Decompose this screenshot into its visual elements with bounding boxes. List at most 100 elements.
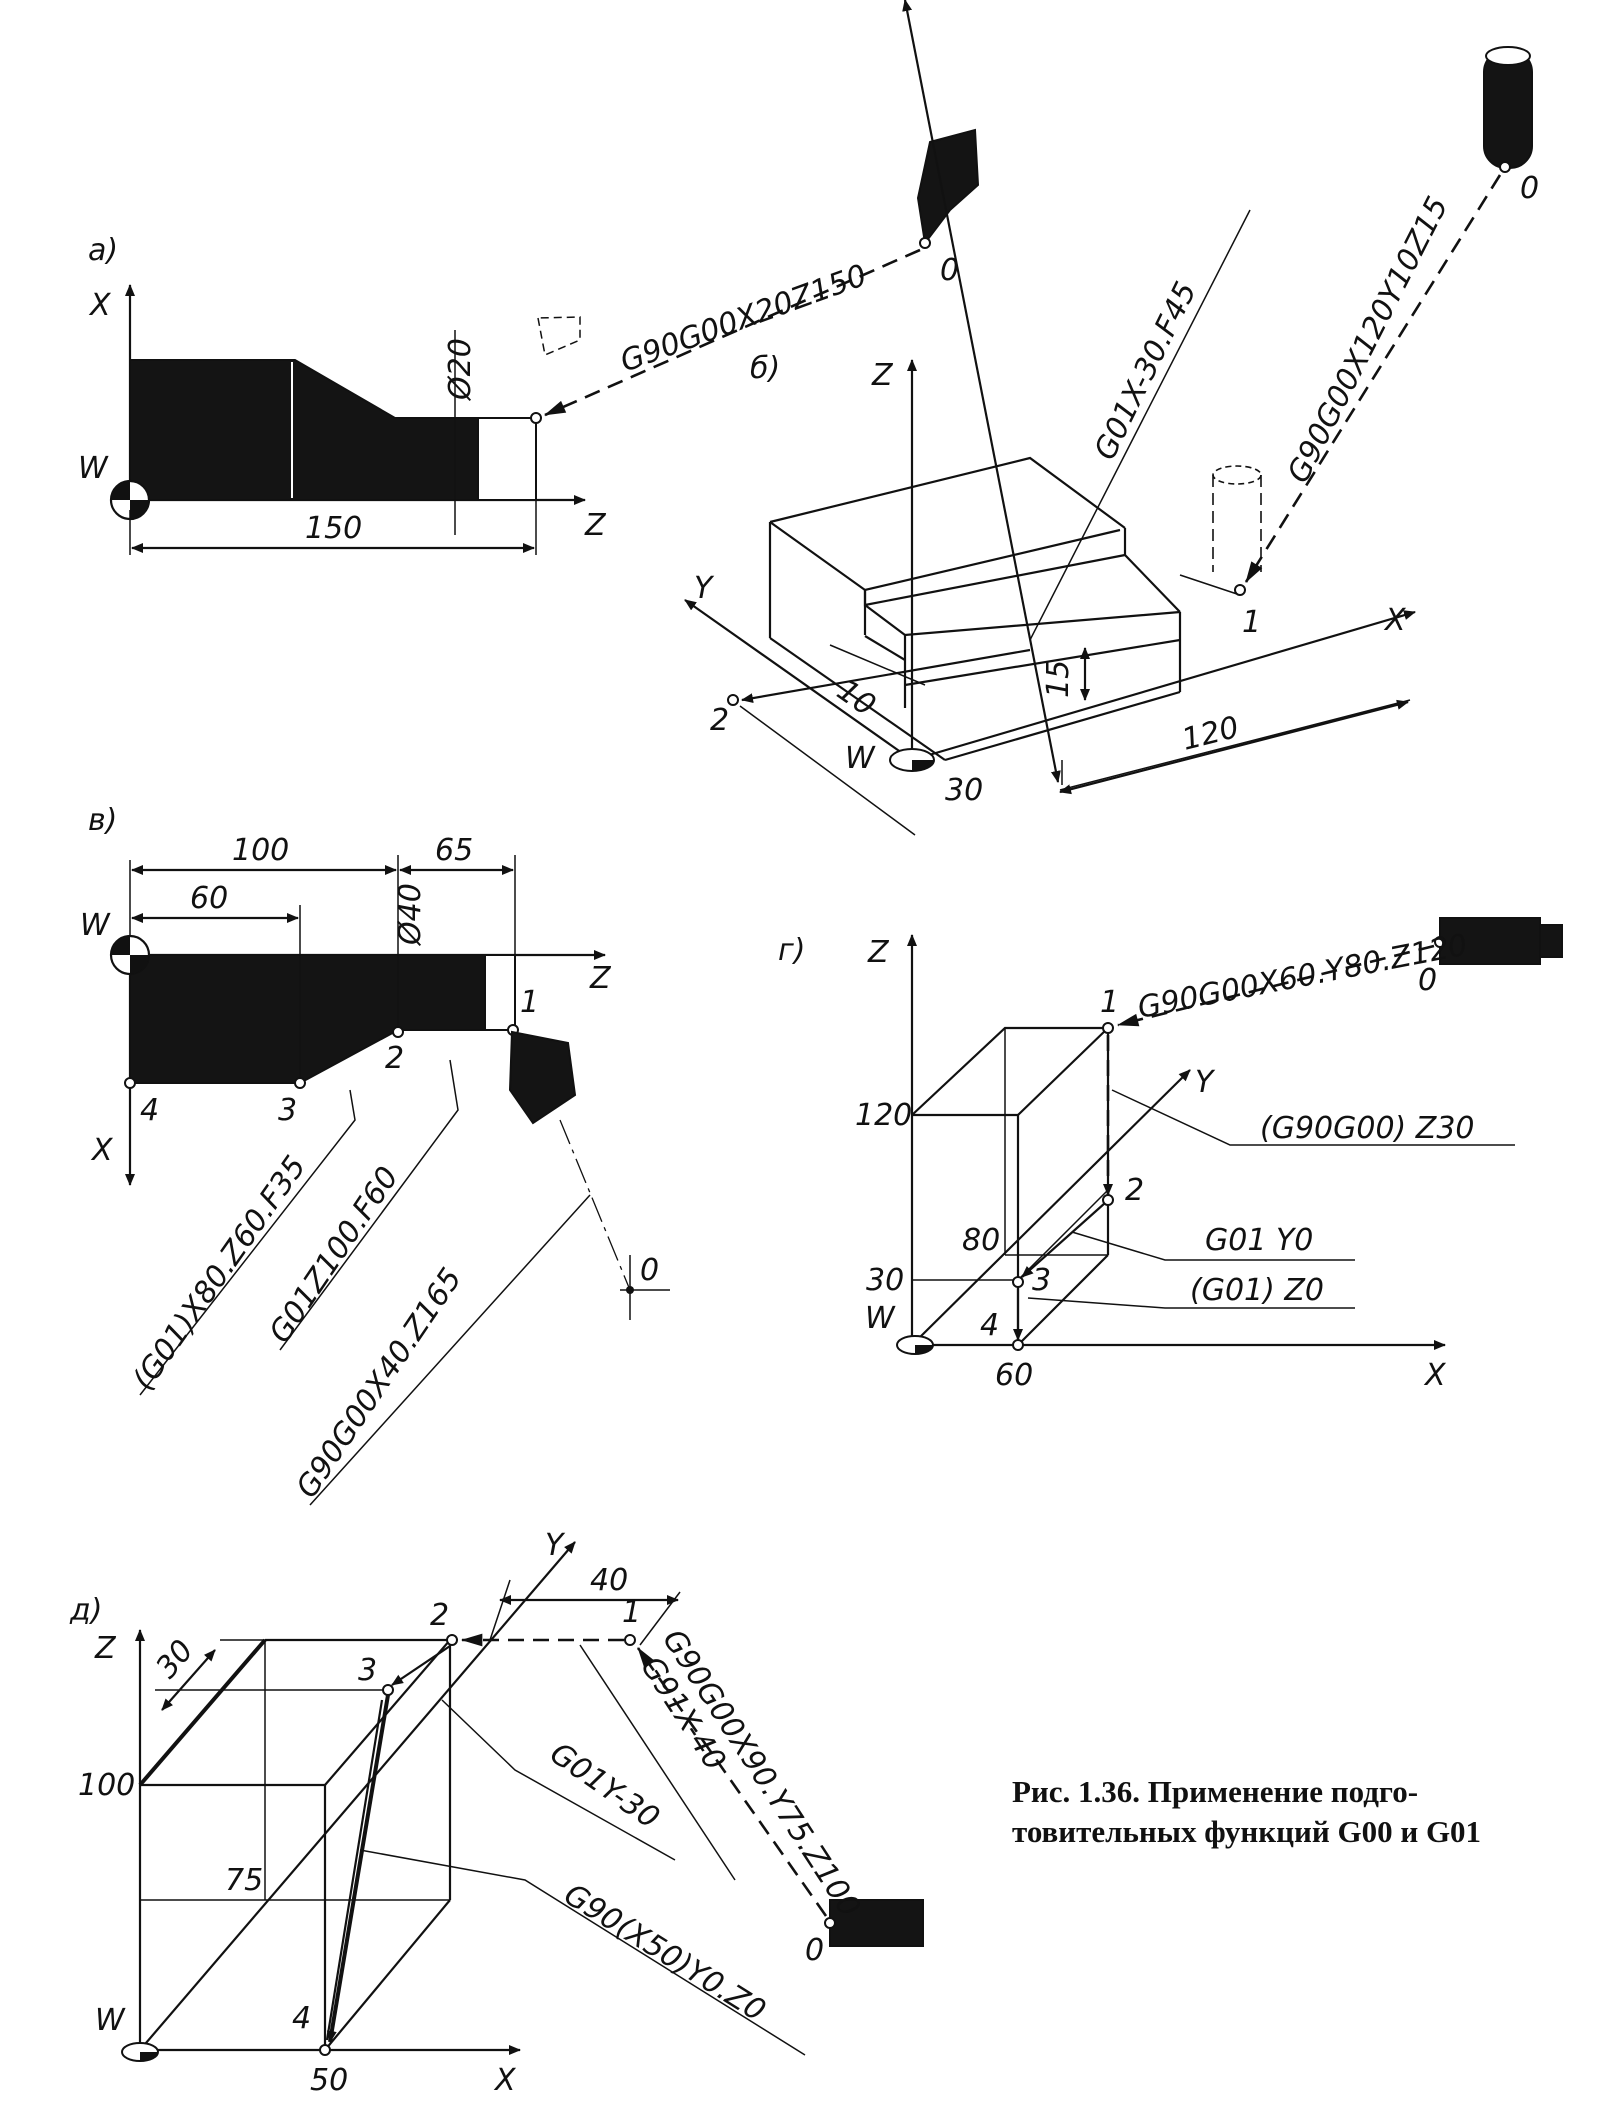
panel-v-point-3 (294, 1077, 306, 1089)
panel-d-point-3 (382, 1684, 394, 1696)
panel-g-point-2-label: 2 (1125, 1173, 1144, 1208)
panel-g-z-axis-label: Z (867, 935, 890, 970)
panel-d-move-g01 (391, 1645, 451, 1686)
panel-b-y-axis (684, 599, 913, 761)
panel-b-point-0-label: 0 (1520, 171, 1539, 206)
panel-g-point-3 (1012, 1276, 1024, 1288)
panel-a-tool (916, 128, 980, 246)
panel-b-origin-label: W (845, 741, 876, 776)
panel-g-point-0-label: 0 (1418, 963, 1437, 998)
panel-g-value-60: 60 (995, 1358, 1033, 1393)
panel-d-dim-30 (161, 1649, 216, 1711)
panel-g-label: г) (778, 933, 805, 968)
panel-g-box (911, 1026, 1110, 1346)
panel-v-dim-100-label: 100 (232, 833, 289, 868)
panel-v-tool (508, 1030, 577, 1125)
panel-d-box (138, 1638, 452, 2051)
panel-g-x-axis-label: X (1423, 1358, 1447, 1393)
panel-d-point-2 (446, 1634, 458, 1646)
panel-a: а) X Z W Ø20 150 0 G90G00X20Z150 (78, 128, 980, 555)
panel-b-rapid-command: G90G00X120Y10Z15 (1281, 191, 1456, 488)
panel-b-feed-path (741, 648, 1031, 704)
panel-v-origin-label: W (80, 908, 111, 943)
panel-d-rapid-path (636, 1647, 828, 1917)
panel-b-dim-15-label: 15 (1041, 660, 1076, 698)
panel-g-point-4-label: 4 (980, 1308, 999, 1343)
panel-a-tool-ghost (537, 316, 581, 357)
panel-d-dim-40-label: 40 (590, 1563, 628, 1598)
panel-b-y-axis-label: Y (694, 571, 715, 606)
panel-b-ext-y (739, 705, 916, 836)
panel-d-point-0 (824, 1917, 836, 1929)
panel-v-point-0-label: 0 (640, 1253, 659, 1288)
panel-g: г) Z X Y W 120 80 30 60 1 2 3 (778, 917, 1563, 1393)
panel-v-point-3-label: 3 (278, 1093, 297, 1128)
panel-a-workpiece (129, 359, 479, 501)
panel-d-value-75: 75 (225, 1863, 263, 1898)
panel-b-point-2-label: 2 (710, 703, 729, 738)
panel-g-leader-z30 (1111, 1089, 1515, 1146)
panel-a-x-axis-label: X (88, 288, 112, 323)
panel-v-point-4 (124, 1077, 136, 1089)
panel-g-command-y0: G01 Y0 (1205, 1223, 1313, 1258)
panel-g-command-z0: (G01) Z0 (1190, 1273, 1324, 1308)
panel-b-tool-top (1485, 46, 1531, 66)
panel-v-workpiece (129, 954, 486, 1084)
panel-v-z-axis-label: Z (589, 961, 612, 996)
panel-d: д) Z X Y W 30 100 75 50 (69, 1528, 924, 2098)
panel-b-x-axis (911, 610, 1416, 762)
panel-a-rapid-path (544, 248, 921, 417)
panel-a-command: G90G00X20Z150 (616, 258, 872, 380)
panel-g-value-120: 120 (855, 1098, 912, 1133)
panel-b-dim-120 (1059, 699, 1409, 795)
panel-g-tool (1439, 917, 1541, 965)
panel-a-point-0 (919, 237, 931, 249)
panel-g-point-4 (1012, 1339, 1024, 1351)
panel-d-origin-label: W (95, 2003, 126, 2038)
panel-g-point-1 (1102, 1022, 1114, 1034)
panel-b-dim-30 (902, 0, 1061, 783)
panel-b-point-2 (727, 694, 739, 706)
panel-v-label: в) (88, 803, 117, 838)
panel-d-leader-g01 (441, 1699, 676, 1861)
panel-d-x-axis-label: X (493, 2063, 517, 2098)
panel-d-point-2-label: 2 (430, 1598, 449, 1633)
panel-g-point-3-label: 3 (1032, 1263, 1051, 1298)
panel-a-origin-quadrant-1 (111, 481, 130, 500)
panel-v-dim-65-label: 65 (435, 833, 473, 868)
panel-b-tool (1483, 49, 1533, 169)
panel-b-z-axis-label: Z (871, 358, 894, 393)
panel-d-point-1-label: 1 (622, 1595, 641, 1630)
panel-v-diameter: Ø40 (393, 883, 428, 947)
panel-d-point-3-label: 3 (358, 1653, 377, 1688)
panel-a-origin-label: W (78, 451, 109, 486)
panel-d-move-last-2 (325, 1699, 384, 2041)
panel-g-leader-z0 (1027, 1297, 1355, 1309)
caption-line-1: Рис. 1.36. Применение подго- (1012, 1774, 1418, 1809)
panel-d-point-4 (319, 2044, 331, 2056)
panel-d-value-50: 50 (310, 2063, 348, 2098)
panel-v-point-4-label: 4 (140, 1093, 159, 1128)
panel-d-point-4-label: 4 (292, 2001, 311, 2036)
panel-v-command-1: (G01)X80.Z60.F35 (126, 1150, 313, 1397)
panel-b-origin-quadrant (912, 760, 934, 771)
panel-d-label: д) (69, 1593, 102, 1628)
panel-g-rapid-path (1116, 944, 1435, 1027)
panel-b-ext-1 (1179, 574, 1241, 596)
panel-g-value-80: 80 (962, 1223, 1000, 1258)
panel-b: б) Z Y X W 15 10 (684, 0, 1539, 836)
panel-v-x-axis-label: X (90, 1133, 114, 1168)
panel-d-point-1 (624, 1634, 636, 1646)
caption-line-2: товительных функций G00 и G01 (1012, 1814, 1481, 1849)
panel-b-feed-command: G01X-30.F45 (1088, 277, 1204, 466)
panel-d-move-last-1 (326, 1694, 390, 2043)
panel-g-origin-label: W (865, 1301, 896, 1336)
panel-b-dim-120-label: 120 (1178, 710, 1242, 758)
panel-v-leader-3 (309, 1194, 591, 1506)
panel-d-command: G90G00X90.Y75.Z100 (655, 1623, 867, 1923)
panel-v-leader-1 (139, 1089, 356, 1396)
panel-a-z-axis-label: Z (584, 508, 607, 543)
panel-g-tool-shank (1539, 924, 1563, 958)
panel-v-cut-section (484, 954, 516, 1031)
